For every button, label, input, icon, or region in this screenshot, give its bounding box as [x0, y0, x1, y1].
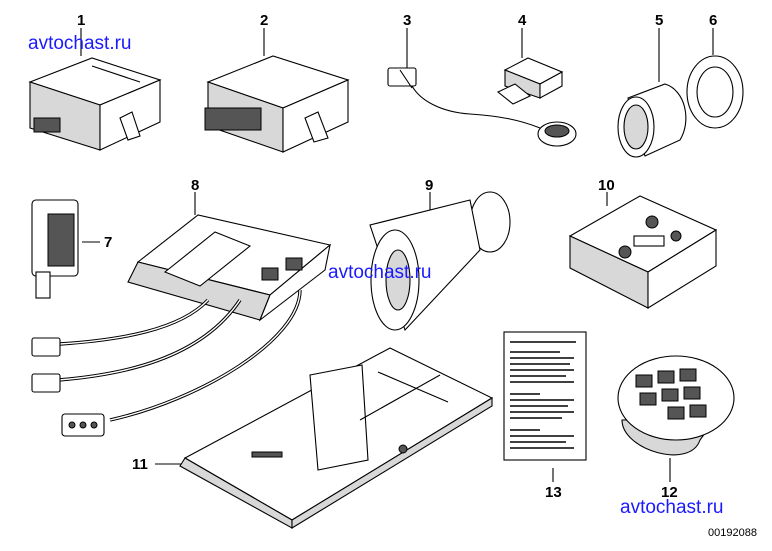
part-2-control-unit: [204, 55, 350, 153]
part-12-keypad: [617, 355, 735, 456]
watermark-bottom-right: avtochast.ru: [620, 497, 724, 518]
leader-lines: [80, 28, 714, 482]
part-label-10: 10: [598, 177, 615, 194]
part-4-module: [496, 57, 564, 105]
part-1-control-unit: [28, 57, 162, 151]
part-label-7: 7: [104, 234, 113, 251]
part-9-horn: [369, 191, 511, 332]
part-7-connector: [31, 199, 79, 299]
part-label-9: 9: [425, 177, 434, 194]
part-label-13: 13: [545, 484, 562, 501]
watermark-top-left: avtochast.ru: [28, 33, 132, 54]
part-label-2: 2: [260, 12, 269, 29]
diagram-code: 00192088: [708, 527, 757, 539]
part-label-11: 11: [132, 456, 148, 473]
part-10-terminal-module: [568, 195, 718, 309]
part-3-sensor: [387, 67, 577, 147]
part-label-12: 12: [661, 484, 678, 501]
part-label-5: 5: [655, 12, 664, 29]
part-11-bracket: [179, 347, 494, 529]
watermark-center: avtochast.ru: [328, 262, 432, 283]
part-8-alarm-unit: [31, 214, 332, 437]
part-6-ring: [686, 55, 744, 129]
part-5-housing: [617, 83, 687, 158]
part-label-8: 8: [191, 177, 200, 194]
part-label-1: 1: [77, 12, 86, 29]
part-13-instruction-sheet: [503, 331, 587, 461]
part-label-3: 3: [403, 12, 412, 29]
part-label-4: 4: [518, 12, 527, 29]
part-label-6: 6: [709, 12, 718, 29]
